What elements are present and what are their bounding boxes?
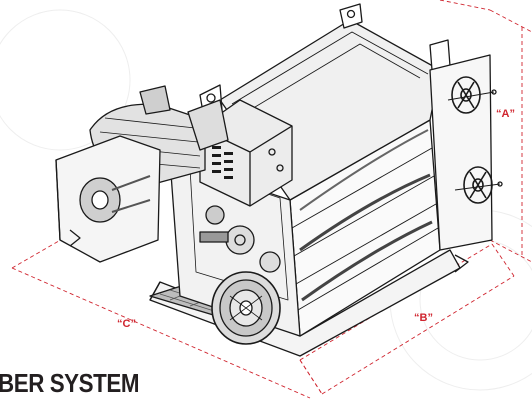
dimension-label-c: “C”: [117, 318, 136, 330]
page-title: BER SYSTEM: [0, 368, 140, 398]
machine-line-art: [55, 3, 503, 357]
dimension-label-b: “B”: [414, 312, 433, 324]
dimension-label-a: “A”: [496, 108, 515, 120]
